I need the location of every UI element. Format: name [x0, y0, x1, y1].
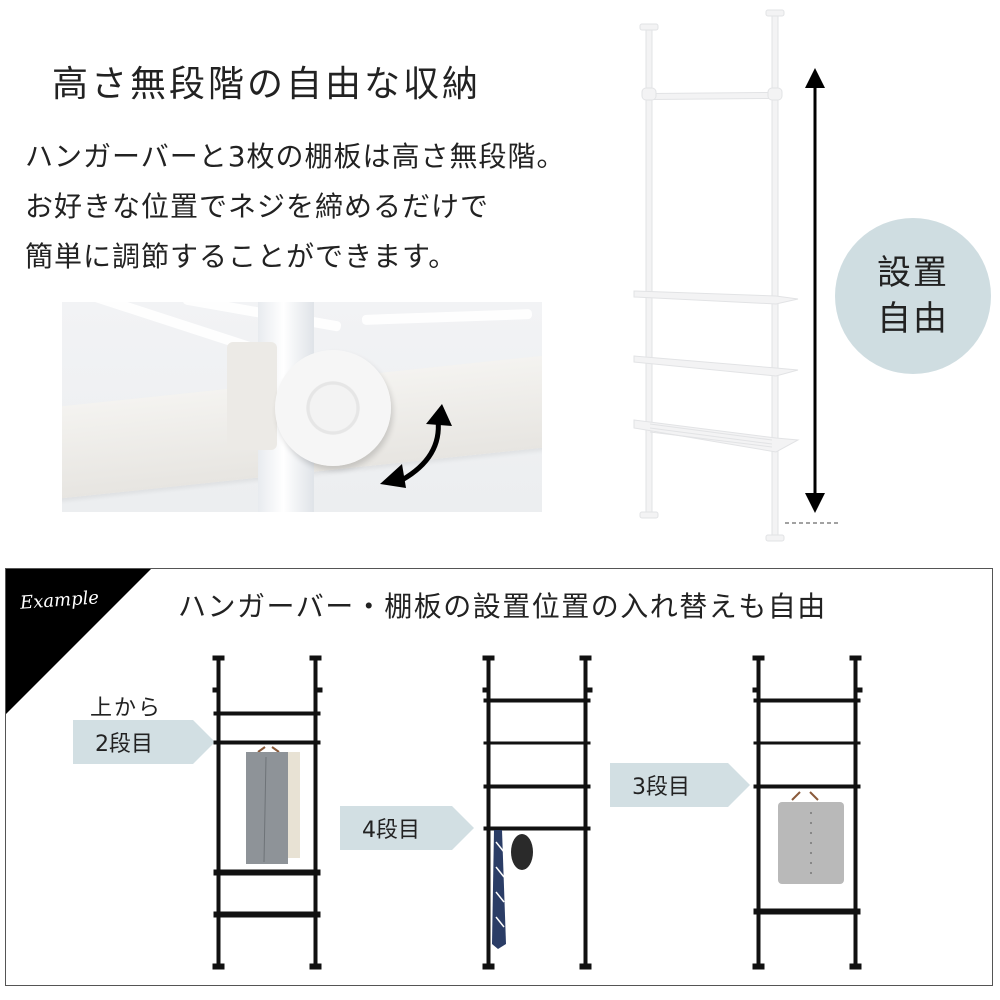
description-line-1: ハンガーバーと3枚の棚板は高さ無段階。 — [25, 140, 566, 173]
tie-and-cap-image — [492, 830, 533, 949]
shelf-rail — [361, 309, 533, 325]
black-rack-2 — [482, 655, 593, 970]
variant-1-tag: 2段目 — [73, 720, 215, 764]
shelf-clamp — [227, 342, 277, 450]
coats-image — [246, 746, 300, 864]
variant-2-tag: 4段目 — [340, 806, 474, 850]
example-corner-triangle — [6, 569, 151, 714]
variant-1-tag-text: 2段目 — [95, 732, 153, 757]
variant-1-prelabel: 上から — [90, 696, 163, 721]
description: ハンガーバーと3枚の棚板は高さ無段階。 お好きな位置でネジを締めるだけで 簡単に… — [25, 132, 566, 282]
page-title: 高さ無段階の自由な収納 — [52, 64, 482, 105]
height-arrow-icon — [785, 68, 840, 524]
description-line-3: 簡単に調節することができます。 — [25, 240, 458, 273]
description-line-2: お好きな位置でネジを締めるだけで — [25, 190, 490, 223]
rotate-arrow-icon — [380, 404, 452, 488]
variant-3-tag-text: 3段目 — [632, 775, 690, 800]
adjust-knob — [275, 350, 391, 466]
badge-line-2: 自由 — [877, 299, 949, 339]
cardigan-image — [778, 791, 844, 884]
knob-closeup-photo — [62, 302, 542, 512]
badge-line-1: 設置 — [877, 253, 949, 293]
black-rack-1 — [212, 655, 323, 970]
white-rack-image — [633, 9, 800, 542]
variant-3-tag: 3段目 — [610, 763, 750, 807]
black-rack-3 — [752, 655, 863, 970]
example-title: ハンガーバー・棚板の設置位置の入れ替えも自由 — [178, 590, 827, 623]
placement-free-badge: 設置 自由 — [835, 218, 991, 374]
variant-2-tag-text: 4段目 — [362, 818, 420, 843]
